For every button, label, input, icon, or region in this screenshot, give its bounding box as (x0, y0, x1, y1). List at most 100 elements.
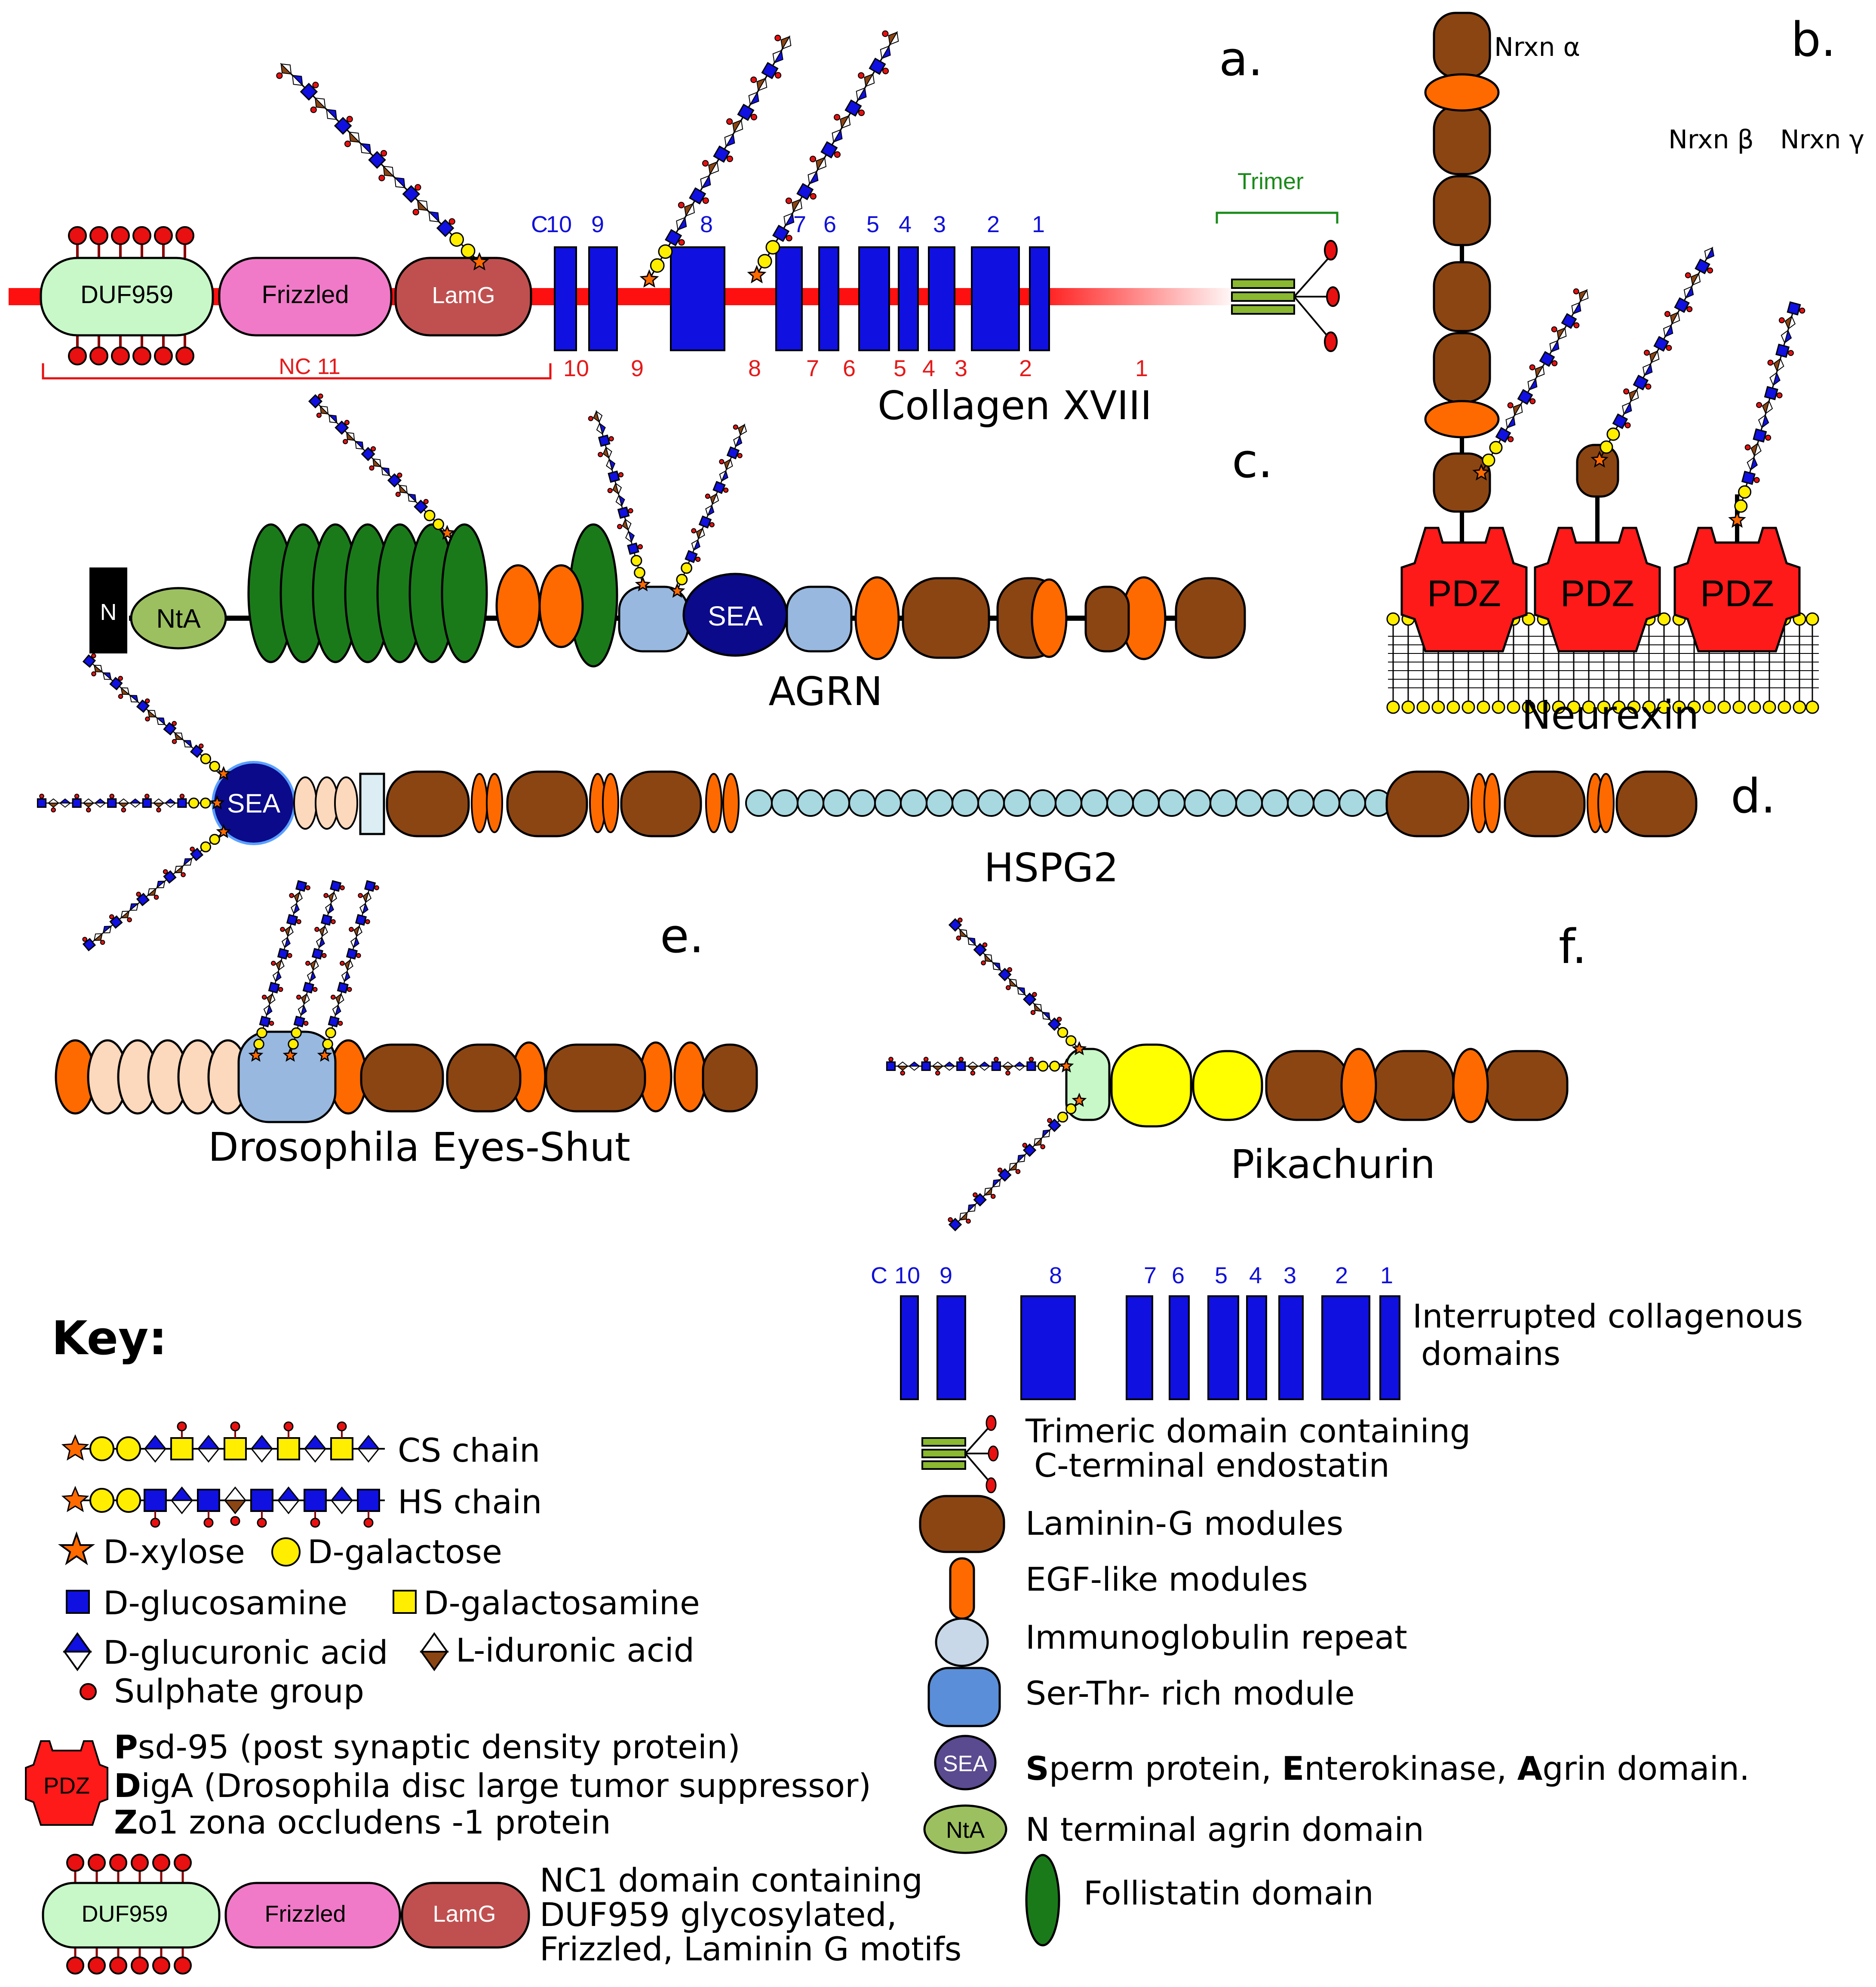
sulphate (997, 1167, 1003, 1173)
glucosamine (268, 981, 280, 994)
svg-text:4: 4 (899, 212, 912, 237)
key-trimeric-line-2: C-terminal endostatin (1034, 1446, 1390, 1484)
sulphate (1006, 985, 1011, 990)
glucuronic-acid (197, 1435, 221, 1450)
sulphate (588, 416, 593, 421)
key-sea-badge-label: SEA (943, 1751, 988, 1776)
sulphate (1056, 1017, 1062, 1022)
glucosamine (796, 183, 814, 200)
sulphate (349, 927, 354, 932)
key-trimeric-line-1: Trimeric domain containing (1025, 1412, 1471, 1450)
galactose (288, 1039, 299, 1050)
glucuronic-acid (1016, 1153, 1026, 1163)
glucosamine (82, 654, 96, 668)
sulphate (296, 919, 301, 924)
gag-chain (1590, 246, 1715, 468)
iduronic-acid (816, 156, 826, 172)
svg-text:PDZ: PDZ (1700, 573, 1774, 614)
xylose-star (639, 269, 659, 288)
sulphate (347, 987, 352, 992)
key-pdz-badge: PDZ (25, 1740, 108, 1826)
sulphate (280, 927, 285, 932)
svg-text:9: 9 (591, 212, 604, 237)
xylose-star (216, 824, 231, 838)
glucosamine (726, 446, 740, 460)
sulphate (695, 556, 701, 562)
glucosamine (364, 880, 376, 892)
neurexin-diagram: Nrxn α Nrxn β Nrxn γ PDZ PDZ PDZ Neurexi… (1386, 12, 1864, 738)
sulphate (637, 544, 643, 549)
pikachurin-title: Pikachurin (1231, 1141, 1435, 1187)
sulphate (278, 987, 283, 992)
glucosamine (277, 948, 289, 960)
galactose (188, 797, 200, 809)
sulphate (179, 794, 185, 799)
gag-chain (747, 30, 899, 284)
key-laminin-label: Laminin-G modules (1026, 1504, 1343, 1542)
iduronic-acid (612, 482, 620, 495)
collagenous-domains (554, 246, 1050, 351)
sulphate (172, 739, 177, 744)
svg-text:6: 6 (843, 356, 856, 381)
svg-text:3: 3 (1283, 1263, 1296, 1288)
galactose (200, 841, 212, 852)
sulphate (628, 508, 633, 514)
glucuronic-acid (1622, 402, 1631, 416)
glucosamine (761, 62, 779, 80)
glucosamine (1695, 258, 1710, 274)
glucuronic-acid (428, 210, 440, 223)
galactose (650, 258, 665, 273)
glucuronic-acid (129, 798, 142, 803)
sulphate (958, 1057, 964, 1062)
panel-d-letter: d. (1731, 769, 1776, 824)
sulphate (1022, 1143, 1028, 1148)
sulphate (198, 743, 204, 749)
sulphate (51, 807, 56, 813)
glucuronic-acid (129, 803, 142, 808)
pdz-domain-2: PDZ (1534, 527, 1661, 653)
key-trimeric-icon (921, 1415, 999, 1493)
sulphate (340, 960, 345, 966)
sulphate (956, 935, 961, 941)
gag-chains (37, 30, 1805, 1232)
iduronic-acid (346, 431, 356, 441)
sulphate (127, 917, 132, 923)
glucosamine (311, 948, 323, 960)
sulphate (269, 1021, 274, 1026)
eyes-shut-diagram: Drosophila Eyes-Shut (55, 1030, 758, 1170)
glucosamine (608, 470, 620, 483)
glucosamine (328, 1015, 340, 1027)
glucosamine (304, 1489, 327, 1512)
iduronic-acid (174, 732, 184, 740)
galactose (1738, 485, 1752, 499)
galactose (433, 518, 444, 530)
sulphate (378, 175, 385, 181)
galactose (291, 1027, 302, 1039)
sulphate (1551, 360, 1558, 366)
glucuronic-acid (272, 970, 279, 983)
glucuronic-acid (748, 91, 758, 106)
svg-text:4: 4 (1249, 1263, 1262, 1288)
sulphate (990, 1194, 996, 1199)
glucosamine (1495, 427, 1511, 443)
iduronic-acid (349, 131, 361, 143)
svg-text:7: 7 (806, 356, 819, 381)
xylose-star (1059, 1058, 1074, 1073)
glucuronic-acid (356, 1448, 381, 1463)
galactose (449, 232, 464, 247)
sulphate (74, 794, 80, 799)
eys-lamg-modules (360, 1043, 758, 1113)
galactose (253, 1039, 264, 1050)
iduronic-acid (966, 1061, 979, 1067)
glucuronic-acid (183, 739, 193, 748)
sulphate (1787, 350, 1794, 356)
svg-text:Frizzled: Frizzled (264, 1901, 346, 1927)
iduronic-acid (372, 457, 382, 467)
sulphate (177, 1421, 187, 1432)
sulphate (1005, 1070, 1010, 1076)
glucuronic-acid (102, 672, 113, 680)
frizzled-label: Frizzled (261, 281, 349, 309)
iduronic-acid (931, 1066, 944, 1071)
iduronic-acid (328, 891, 335, 904)
sulphate (82, 937, 87, 942)
